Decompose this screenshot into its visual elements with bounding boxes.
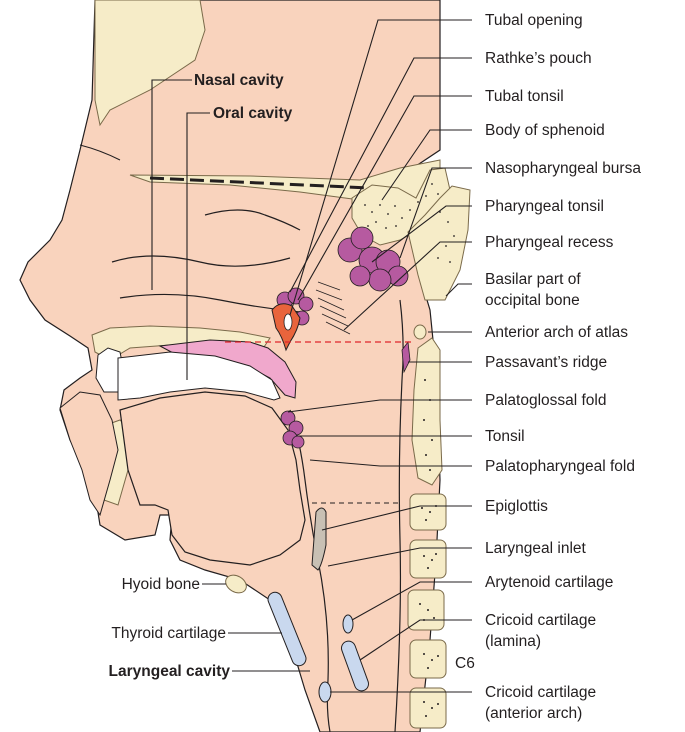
tongue — [120, 392, 305, 565]
label-c6: C6 — [455, 655, 475, 672]
tubal-opening-lumen — [284, 314, 292, 330]
arytenoid-shape — [343, 615, 353, 633]
label-thyroid-cartilage: Thyroid cartilage — [111, 625, 226, 642]
label-body-of-sphenoid: Body of sphenoid — [485, 122, 605, 139]
label-laryngeal-cavity: Laryngeal cavity — [109, 663, 231, 680]
label-basilar-part-1: Basilar part of — [485, 271, 581, 288]
label-cricoid-anterior-1: Cricoid cartilage — [485, 684, 596, 701]
label-oral-cavity: Oral cavity — [213, 105, 293, 122]
label-palatoglossal-fold: Palatoglossal fold — [485, 392, 607, 409]
anterior-arch-atlas — [414, 325, 426, 339]
label-cricoid-lamina-2: (lamina) — [485, 633, 541, 650]
label-cricoid-lamina-1: Cricoid cartilage — [485, 612, 596, 629]
label-pharyngeal-recess: Pharyngeal recess — [485, 234, 614, 251]
label-nasal-cavity: Nasal cavity — [194, 72, 284, 89]
cricoid-arch-shape — [319, 682, 331, 702]
label-tubal-tonsil: Tubal tonsil — [485, 88, 564, 105]
label-basilar-part-2: occipital bone — [485, 292, 580, 309]
label-cricoid-anterior-2: (anterior arch) — [485, 705, 582, 722]
label-nasopharyngeal-bursa: Nasopharyngeal bursa — [485, 160, 641, 177]
label-anterior-arch-atlas: Anterior arch of atlas — [485, 324, 628, 341]
label-rathkes-pouch: Rathke’s pouch — [485, 50, 592, 67]
label-tubal-opening: Tubal opening — [485, 12, 583, 29]
label-pharyngeal-tonsil: Pharyngeal tonsil — [485, 198, 604, 215]
label-tonsil: Tonsil — [485, 428, 525, 445]
label-palatopharyngeal-fold: Palatopharyngeal fold — [485, 458, 635, 475]
label-passavants-ridge: Passavant’s ridge — [485, 354, 607, 371]
label-hyoid-bone: Hyoid bone — [122, 576, 200, 593]
label-laryngeal-inlet: Laryngeal inlet — [485, 540, 587, 557]
label-arytenoid-cartilage: Arytenoid cartilage — [485, 574, 613, 591]
label-epiglottis: Epiglottis — [485, 498, 548, 515]
